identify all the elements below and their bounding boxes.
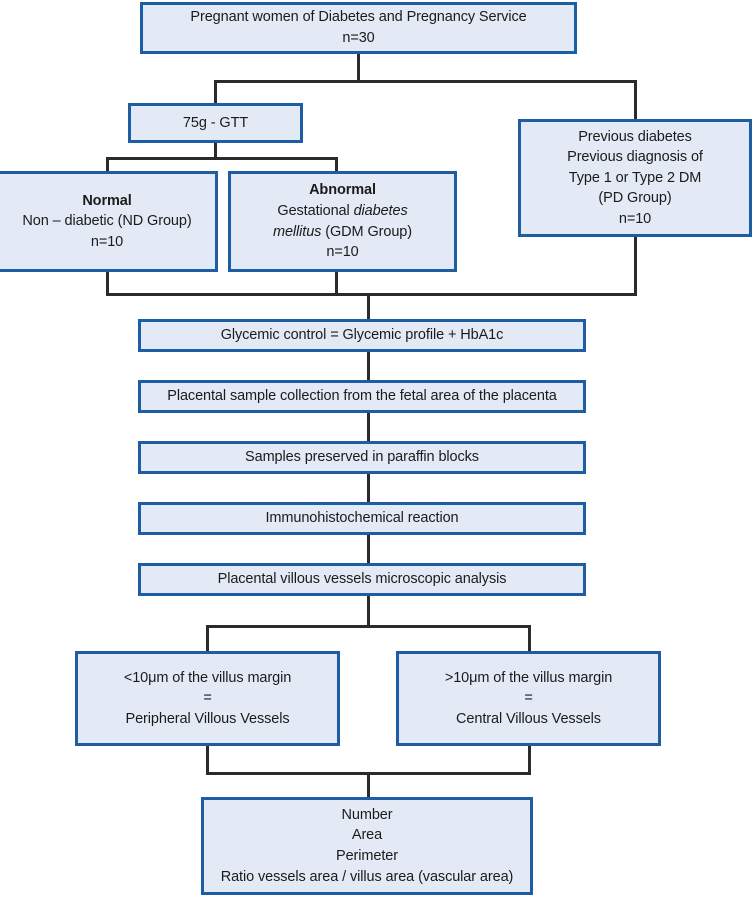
node-normal-line2: Non – diabetic (ND Group): [22, 213, 192, 230]
node-immunohistochemical: Immunohistochemical reaction: [138, 502, 586, 535]
node-abnormal-line4: n=10: [326, 244, 359, 261]
node-previous-diabetes: Previous diabetes Previous diagnosis of …: [518, 119, 752, 237]
node-abnormal: Abnormal Gestational diabetes mellitus (…: [228, 171, 457, 272]
node-central-vessels: >10μm of the villus margin = Central Vil…: [396, 651, 661, 746]
node-peripheral-vessels-line3: Peripheral Villous Vessels: [125, 710, 290, 727]
connector-peripheral-down: [206, 746, 209, 775]
node-central-vessels-line3: Central Villous Vessels: [456, 710, 601, 727]
connector-immuno-to-microscopic: [367, 535, 370, 565]
node-immunohistochemical-line1: Immunohistochemical reaction: [265, 510, 459, 527]
connector-merge-to-measures: [367, 772, 370, 799]
connector-to-gtt: [214, 80, 217, 105]
connector-level2-bar: [106, 157, 338, 160]
node-gtt: 75g - GTT: [128, 103, 303, 143]
node-abnormal-line3-a: mellitus: [272, 223, 322, 240]
node-previous-diabetes-line2: Previous diagnosis of: [567, 149, 703, 166]
connector-merge-to-glycemic: [367, 293, 370, 321]
connector-microscopic-down: [367, 596, 370, 628]
node-population: Pregnant women of Diabetes and Pregnancy…: [140, 2, 577, 54]
node-central-vessels-line1: >10μm of the villus margin: [444, 669, 613, 686]
node-abnormal-line3: mellitus (GDM Group): [237, 222, 448, 243]
connector-to-abnormal: [335, 157, 338, 173]
connector-to-central: [528, 625, 531, 653]
node-microscopic-analysis: Placental villous vessels microscopic an…: [138, 563, 586, 596]
connector-vessel-split-bar: [206, 625, 531, 628]
connector-population-down: [357, 54, 360, 82]
node-population-line2: n=30: [342, 30, 375, 46]
node-population-line1: Pregnant women of Diabetes and Pregnancy…: [190, 9, 527, 26]
connector-glycemic-to-collection: [367, 352, 370, 382]
connector-paraffin-to-immuno: [367, 474, 370, 504]
node-glycemic-control-line1: Glycemic control = Glycemic profile + Hb…: [220, 327, 504, 344]
connector-previous-diabetes-down: [634, 237, 637, 295]
connector-merge-bar: [106, 293, 637, 296]
node-normal: Normal Non – diabetic (ND Group) n=10: [0, 171, 218, 272]
connector-normal-down: [106, 272, 109, 295]
node-microscopic-analysis-line1: Placental villous vessels microscopic an…: [217, 571, 507, 588]
node-normal-line3: n=10: [90, 233, 124, 250]
connector-collection-to-paraffin: [367, 413, 370, 443]
node-peripheral-vessels-line1: <10μm of the villus margin: [123, 669, 292, 686]
node-previous-diabetes-line1: Previous diabetes: [578, 128, 692, 145]
connector-gtt-down: [214, 143, 217, 160]
node-abnormal-line2: Gestational diabetes: [237, 201, 448, 222]
node-sample-collection: Placental sample collection from the fet…: [138, 380, 586, 413]
node-measures-line3: Perimeter: [336, 848, 398, 864]
node-paraffin: Samples preserved in paraffin blocks: [138, 441, 586, 474]
node-gtt-line1: 75g - GTT: [182, 114, 249, 131]
connector-to-previous-diabetes: [634, 80, 637, 121]
node-central-vessels-line2: =: [524, 690, 533, 707]
node-abnormal-line2-b: diabetes: [353, 202, 408, 219]
node-previous-diabetes-line3: Type 1 or Type 2 DM: [568, 169, 702, 186]
node-measures: Number Area Perimeter Ratio vessels area…: [201, 797, 533, 895]
node-sample-collection-line1: Placental sample collection from the fet…: [167, 388, 557, 405]
node-glycemic-control: Glycemic control = Glycemic profile + Hb…: [138, 319, 586, 352]
connector-to-peripheral: [206, 625, 209, 653]
node-previous-diabetes-line5: n=10: [618, 210, 652, 227]
connector-level1-bar: [214, 80, 637, 83]
node-abnormal-line2-a: Gestational: [277, 202, 354, 219]
node-normal-title: Normal: [82, 192, 132, 209]
connector-abnormal-down: [335, 272, 338, 295]
node-measures-line4: Ratio vessels area / villus area (vascul…: [220, 868, 514, 885]
node-measures-line1: Number: [341, 806, 393, 823]
node-paraffin-line1: Samples preserved in paraffin blocks: [245, 449, 479, 466]
node-measures-line2: Area: [351, 827, 383, 844]
node-peripheral-vessels-line2: =: [203, 690, 212, 707]
node-abnormal-line3-b: (GDM Group): [321, 223, 412, 240]
node-peripheral-vessels: <10μm of the villus margin = Peripheral …: [75, 651, 340, 746]
node-abnormal-title: Abnormal: [309, 182, 376, 199]
connector-central-down: [528, 746, 531, 775]
connector-to-normal: [106, 157, 109, 173]
node-previous-diabetes-line4: (PD Group): [598, 190, 672, 207]
